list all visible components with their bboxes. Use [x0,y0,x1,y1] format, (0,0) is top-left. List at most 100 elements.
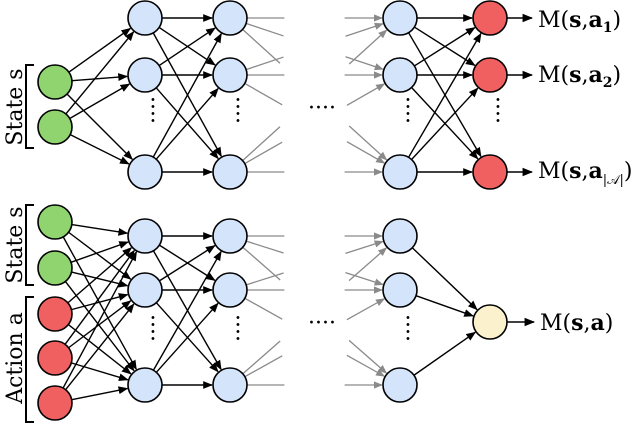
bottom-edge-h3-out [415,295,474,317]
nodes-layer: ···· ···· ···· ···· ···· ···· ···· [37,0,509,421]
bottom-hidden-node [382,218,418,254]
bottom-edge-h3-stub [345,240,384,254]
top-hidden-node [382,57,418,93]
top-vertical-ellipsis: ···· [484,96,509,124]
bottom-edge-in-h1 [68,300,132,349]
bottom-edge-in-h1 [70,241,129,263]
top-edge-in-h1 [68,27,132,73]
bottom-edge-in-h1 [71,223,129,236]
top-hidden-node [127,154,163,190]
top-edge-h3-out [411,87,479,161]
bottom-edge-h3-stub [348,339,388,374]
top-vertical-ellipsis: ···· [394,96,419,124]
top-hidden-node [382,0,418,36]
bottom-hidden-node [382,367,418,403]
bottom-hidden-node [212,272,248,308]
bottom-edge-h3-stub [348,247,388,282]
top-state-bracket [25,64,34,149]
bottom-edge-h1-h2 [152,250,222,371]
bottom-hidden-node [382,272,418,308]
bottom-edge-h3-stub [346,298,386,321]
bottom-state-bracket [25,204,34,286]
bottom-edge-in-h1 [71,362,129,382]
top-input-state-node [37,64,73,100]
bottom-hidden-node [212,367,248,403]
bottom-edge-in-h1 [67,323,132,375]
top-edge-in-h1 [65,31,135,115]
bottom-state-label: State s [3,206,28,283]
bottom-hidden-node [127,218,163,254]
top-edge-h3-stub [348,125,388,161]
bottom-hidden-node [127,272,163,308]
bottom-vertical-ellipsis: ···· [224,314,249,342]
bottom-edge-h2-stub [242,340,281,375]
top-edge-h1-h2 [158,27,216,67]
bottom-input-action-node [37,385,73,421]
top-edge-h3-stub [346,141,386,164]
bottom-edge-in-h1 [64,249,135,345]
bottom-input-action-node [37,340,73,376]
bottom-edge-h2-stub [242,246,281,281]
top-edge-h1-h2 [152,32,222,158]
bottom-edge-in-h1 [71,293,129,311]
top-output-node [472,0,508,36]
top-edge-h3-stub [346,83,386,106]
bottom-edge-h3-out [411,247,478,311]
top-hidden-node [212,0,248,36]
bottom-edge-h2-stub [246,272,284,286]
bottom-edge-h1-h2 [158,245,216,282]
top-edge-h3-out [407,32,482,158]
top-hidden-node [212,154,248,190]
top-edge-h1-h2 [155,87,219,160]
bottom-input-action-node [37,296,73,332]
top-edge-h3-stub [345,22,384,37]
bottom-edge-h3-stub [346,354,386,377]
bottom-edge-h2-stub [244,355,283,378]
top-edge-h2-stub [245,56,284,71]
bottom-hidden-node [127,367,163,403]
top-edge-in-h1 [69,133,130,165]
bottom-output-node [472,304,508,340]
bottom-edge-in-h1 [64,281,135,372]
top-hidden-node [212,57,248,93]
bottom-edge-h1-h2 [155,302,219,373]
bottom-edge-in-h1 [67,247,133,304]
top-vertical-ellipsis: ···· [139,96,164,124]
top-hidden-node [127,0,163,36]
bottom-vertical-ellipsis: ···· [139,314,164,342]
top-edge-h2-stub [244,141,283,165]
top-edge-in-h1 [71,73,129,82]
bottom-action-label: Action a [3,312,28,405]
bottom-input-state-node [37,204,73,240]
bottom-edge-h3-out [413,331,477,376]
bottom-edge-in-h1 [62,236,137,371]
bottom-edge-h2-stub [244,297,283,320]
top-edge-h3-stub [345,56,384,71]
output-label-2: M(s,a2) [538,62,621,91]
top-edge-in-h1 [66,93,133,160]
top-edge-h3-stub [348,29,388,65]
bottom-edge-in-h1 [68,231,132,280]
top-layer-ellipsis: ···· [308,96,336,121]
bottom-edge-h3-stub [345,272,384,286]
top-edge-h2-stub [242,28,281,64]
bottom-vertical-ellipsis: ···· [394,314,419,342]
top-hidden-node [127,57,163,93]
top-edge-h2-stub [245,22,284,37]
bottom-edge-in-h1 [71,386,129,401]
top-output-node [472,57,508,93]
output-label-sa: M(s,a) [540,310,613,336]
output-label-n: M(s,a|𝒜|) [538,158,632,188]
top-hidden-node [382,154,418,190]
top-vertical-ellipsis: ···· [224,96,249,124]
top-edge-h3-out [413,27,476,67]
top-edge-h2-stub [244,82,283,106]
top-input-state-node [37,109,73,145]
bottom-edge-h2-stub [246,240,284,254]
bottom-edge-in-h1 [65,303,135,391]
edges-layer [62,13,536,401]
top-edge-h2-stub [242,126,281,162]
top-state-label: State s [3,68,28,145]
bottom-edge-in-h1 [71,271,129,288]
